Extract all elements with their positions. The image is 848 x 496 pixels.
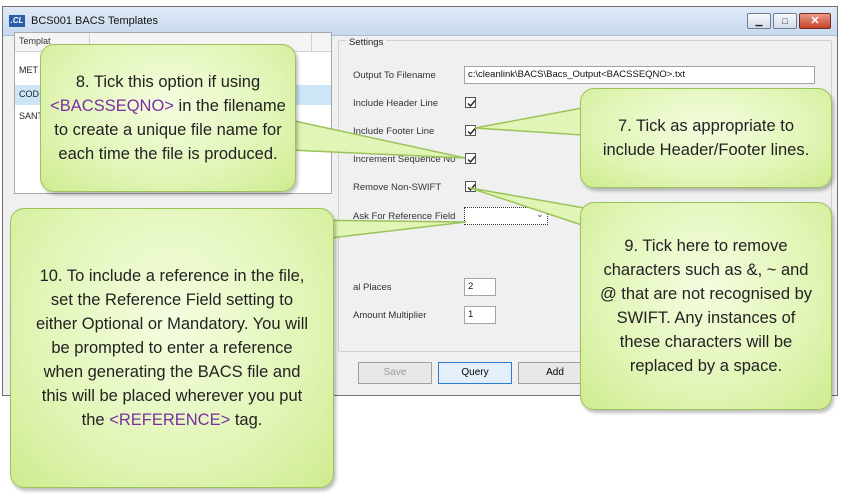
list-item-label: MET: [19, 65, 38, 75]
callout-10-text-pre: 10. To include a reference in the file, …: [35, 267, 309, 429]
decimal-places-label: al Places: [353, 282, 392, 293]
maximize-button[interactable]: □: [773, 13, 797, 29]
maximize-icon: □: [782, 16, 788, 26]
save-button[interactable]: Save: [358, 362, 432, 384]
callout-10-text-post: tag.: [230, 411, 263, 429]
close-icon: ✕: [810, 15, 820, 27]
callout-8-tail: [289, 119, 466, 159]
output-filename-label: Output To Filename: [353, 70, 436, 81]
list-item-label: SANT: [19, 111, 44, 121]
callout-9-text: 9. Tick here to remove characters such a…: [599, 237, 813, 375]
decimal-places-field[interactable]: 2: [464, 278, 496, 296]
include-footer-label: Include Footer Line: [353, 126, 435, 137]
list-header-label: Templat: [19, 36, 51, 46]
callout-8-text-post: in the filename to create a unique file …: [54, 97, 286, 163]
query-button[interactable]: Query: [438, 362, 512, 384]
reference-field-label: Ask For Reference Field: [353, 211, 456, 222]
settings-title: Settings: [346, 37, 387, 48]
amount-multiplier-field[interactable]: 1: [464, 306, 496, 324]
callout-8-tag: <BACSSEQNO>: [50, 97, 174, 115]
window-title: BCS001 BACS Templates: [31, 15, 158, 27]
column-divider: [89, 33, 90, 51]
app-icon: .CL: [9, 15, 25, 27]
title-bar[interactable]: .CL BCS001 BACS Templates ▁ □ ✕: [3, 7, 837, 36]
callout-10-tag: <REFERENCE>: [109, 411, 231, 429]
include-header-label: Include Header Line: [353, 98, 439, 109]
remove-non-swift-checkbox[interactable]: [465, 181, 476, 192]
callout-7-tail: [474, 107, 583, 136]
checkmark-icon: [467, 156, 476, 164]
output-filename-field[interactable]: c:\cleanlink\BACS\Bacs_Output<BACSSEQNO>…: [464, 66, 815, 84]
checkmark-icon: [467, 128, 476, 136]
increment-sequence-checkbox[interactable]: [465, 153, 476, 164]
amount-multiplier-label: Amount Multiplier: [353, 310, 427, 321]
list-item-label: COD: [19, 89, 39, 99]
chevron-down-icon[interactable]: ⌄: [536, 209, 544, 219]
callout-8: 8. Tick this option if using <BACSSEQNO>…: [40, 44, 296, 192]
callout-8-text-pre: 8. Tick this option if using: [75, 73, 261, 91]
reference-field-select[interactable]: [464, 207, 548, 225]
column-divider: [311, 33, 312, 51]
remove-non-swift-label: Remove Non-SWIFT: [353, 182, 442, 193]
callout-7: 7. Tick as appropriate to include Header…: [580, 88, 832, 188]
checkmark-icon: [467, 100, 476, 108]
checkmark-icon: [467, 184, 476, 192]
include-header-checkbox[interactable]: [465, 97, 476, 108]
callout-9-tail: [469, 187, 598, 226]
callout-9: 9. Tick here to remove characters such a…: [580, 202, 832, 410]
include-footer-checkbox[interactable]: [465, 125, 476, 136]
close-button[interactable]: ✕: [799, 13, 831, 29]
minimize-button[interactable]: ▁: [747, 13, 771, 29]
callout-10: 10. To include a reference in the file, …: [10, 208, 334, 488]
minimize-icon: ▁: [755, 16, 763, 26]
increment-sequence-label: Increment Sequence No: [353, 154, 456, 165]
list-item[interactable]: MET: [15, 61, 331, 81]
callout-7-text: 7. Tick as appropriate to include Header…: [602, 117, 810, 159]
list-item[interactable]: SANT: [15, 107, 331, 127]
